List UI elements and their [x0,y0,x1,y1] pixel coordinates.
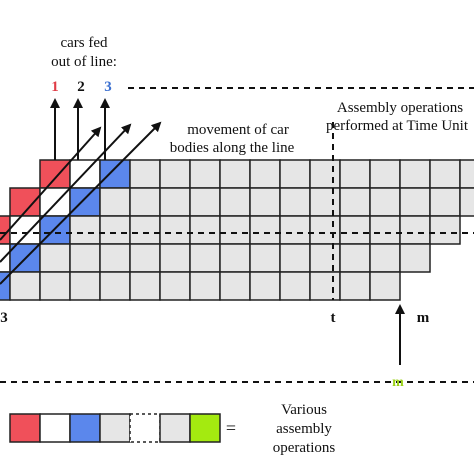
grid-cell [69,271,101,301]
grid-cell [159,271,191,301]
legend-label-line3: operations [273,440,336,456]
grid-cell [159,243,191,273]
cars-fed-label-line2: out of line: [51,54,117,70]
grid-cell [339,187,371,217]
grid-cell [99,215,131,245]
grid-cell [159,187,191,217]
legend-cell-green [189,413,221,443]
grid-cell [9,271,41,301]
grid-cell [129,215,161,245]
grid-cell [219,215,251,245]
legend-label-line2: assembly [276,421,332,437]
grid-cell [309,187,341,217]
grid-cell [219,243,251,273]
movement-label-line1: movement of car [187,122,289,138]
legend-label-line1: Various [281,402,327,418]
grid-cell [159,159,191,189]
grid-cell [129,187,161,217]
grid-cell [309,243,341,273]
grid-cell [189,187,221,217]
grid-cell [369,187,401,217]
grid-cell [339,215,371,245]
grid-cell [219,271,251,301]
cars-fed-label-line1: cars fed [60,35,108,51]
grid-cell [99,187,131,217]
legend-cells [9,413,221,443]
grid-cell [279,187,311,217]
grid-cell [369,243,401,273]
assembly-label-line1: Assembly operations [337,100,463,116]
grid-cell [219,187,251,217]
grid-cell [39,243,71,273]
legend-cell-gray [99,413,131,443]
grid-cell [69,215,101,245]
grid-cell [399,243,431,273]
grid-cell [369,215,401,245]
grid-cell [279,215,311,245]
axis-label-t: t [331,310,336,326]
grid-cell [279,243,311,273]
car-number-3: 3 [104,79,112,95]
grid-cell [429,215,461,245]
grid-cell [99,159,131,189]
assembly-label-line2: performed at Time Unit [326,118,469,134]
legend-cell-red [9,413,41,443]
legend-cell-white [129,413,161,443]
grid-cell [459,187,474,217]
car-number-2: 2 [77,79,85,95]
grid-cell [339,271,371,301]
grid-cell [429,159,461,189]
grid-cell [279,271,311,301]
grid-cell [69,243,101,273]
grid-cell [249,271,281,301]
legend-cell-gray [159,413,191,443]
diagonal-arrow-1 [0,126,102,241]
grid-cell [249,215,281,245]
grid-cell [309,271,341,301]
movement-label-line2: bodies along the line [170,140,295,156]
grid-cell [369,271,401,301]
grid-cell [399,187,431,217]
grid-cell [399,159,431,189]
grid-cell [39,159,71,189]
diagonal-arrow-2 [0,123,132,263]
diagonal-arrow-3 [0,121,162,285]
axis-label-3: 3 [0,310,8,326]
grid-cell [9,215,41,245]
grid-cell [399,215,431,245]
axis-label-m: m [417,310,430,326]
grid-cell [309,159,341,189]
grid-cell [189,159,221,189]
grid-cell [249,243,281,273]
grid-cell [129,243,161,273]
grid-cell [309,215,341,245]
legend-cell-white [39,413,71,443]
grid-cell [279,159,311,189]
grid-cell [219,159,251,189]
grid-cell [369,159,401,189]
grid-cell [129,159,161,189]
grid-cell [129,271,161,301]
grid-cell [249,159,281,189]
grid-cell [189,271,221,301]
arrow-m-label: m [392,375,404,390]
grid-cell [99,271,131,301]
operation-grid [0,159,474,301]
grid-cell [249,187,281,217]
grid-cell [339,243,371,273]
grid-cell [429,187,461,217]
legend-equals: = [226,418,236,438]
grid-cell [339,159,371,189]
grid-cell [39,271,71,301]
grid-cell [189,215,221,245]
grid-cell [189,243,221,273]
grid-cell [99,243,131,273]
legend-cell-blue [69,413,101,443]
grid-cell [459,159,474,189]
car-number-1: 1 [51,79,59,95]
grid-cell [69,187,101,217]
grid-cell [159,215,191,245]
